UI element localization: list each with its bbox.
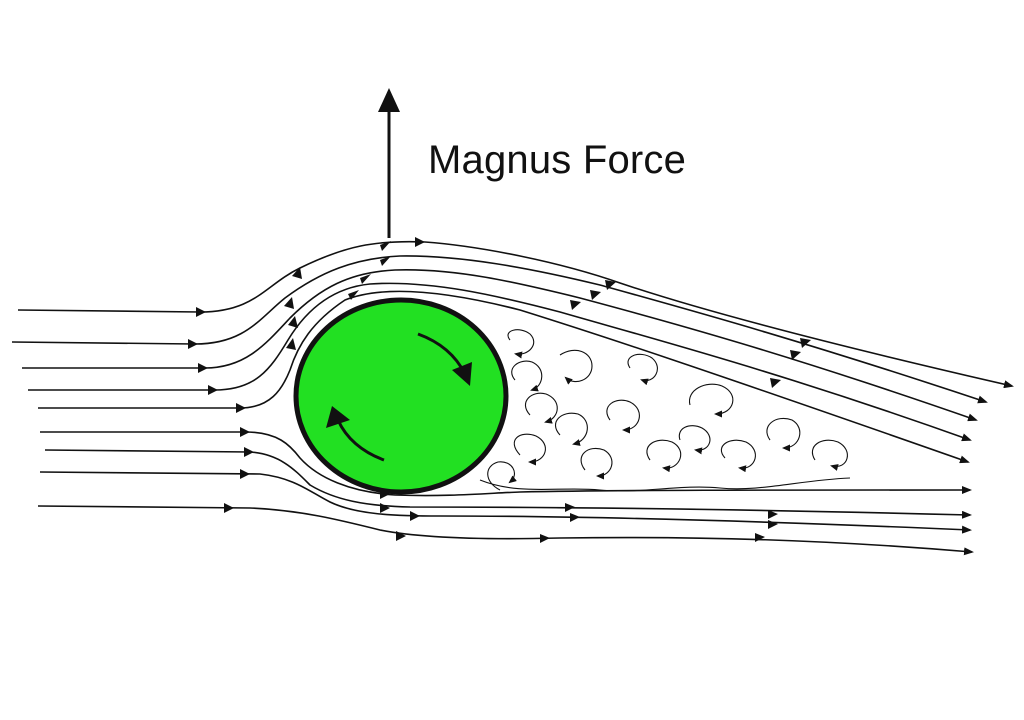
streamline-lower-2: [44, 449, 972, 519]
streamline-upper-1: [17, 240, 1014, 389]
upper-streamlines: [11, 240, 1014, 464]
vortex: [524, 392, 558, 424]
vortex: [766, 418, 801, 452]
streamline-upper-4: [28, 282, 972, 442]
vortex: [606, 399, 640, 434]
vortex: [811, 439, 848, 471]
vortex: [689, 383, 734, 418]
vortex: [580, 448, 613, 480]
vortex: [511, 360, 543, 392]
streamline-lower-1: [40, 431, 972, 497]
streamline-upper-2: [11, 255, 988, 404]
streamline-lower-4: [37, 505, 974, 556]
vortex: [627, 353, 658, 386]
vortex: [678, 425, 711, 455]
streamline-upper-5: [38, 290, 970, 464]
streamline-lower-3: [39, 471, 972, 534]
streamline-arrowheads: [188, 237, 811, 543]
magnus-force-arrow: [378, 88, 400, 238]
lower-streamlines: [37, 431, 974, 556]
vortex: [507, 329, 535, 359]
vortex: [720, 439, 756, 473]
vortex: [513, 433, 546, 466]
vortex: [554, 412, 588, 446]
magnus-force-label: Magnus Force: [428, 138, 687, 182]
spin-arrow-icon: [336, 419, 385, 462]
streamline-upper-3: [22, 269, 978, 422]
vortex: [559, 349, 593, 385]
turbulent-wake: [479, 329, 851, 492]
vortex: [646, 439, 682, 473]
wake-edge: [479, 477, 851, 492]
spinning-ball: [293, 297, 509, 495]
vortex: [487, 461, 517, 491]
